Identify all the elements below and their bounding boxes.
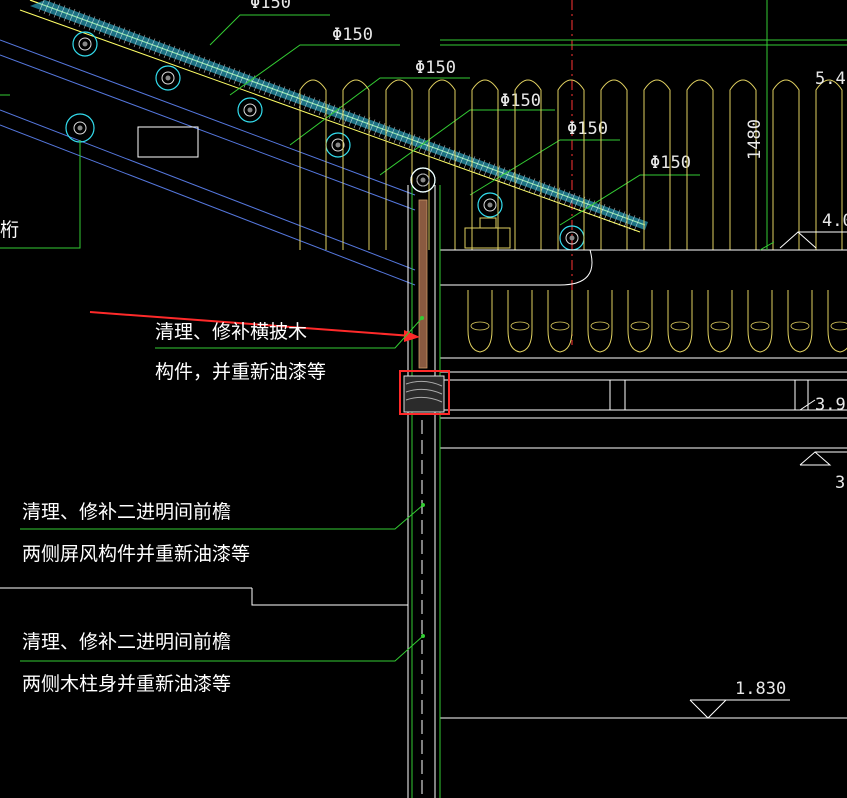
elevation-markers bbox=[689, 231, 847, 719]
lower-tile bbox=[587, 290, 613, 353]
note2-line1: 清理、修补二进明间前檐 bbox=[22, 501, 231, 523]
roof-tile-row-lower bbox=[467, 290, 847, 353]
lintel-beam bbox=[440, 357, 847, 719]
upper-tile bbox=[428, 79, 456, 250]
roof-tile-row-upper bbox=[299, 79, 843, 250]
upper-tile bbox=[643, 79, 671, 250]
lower-tile bbox=[467, 290, 493, 353]
upper-tile bbox=[686, 79, 714, 250]
elev-eave: 4.0 bbox=[822, 211, 847, 231]
lower-tile bbox=[507, 290, 533, 353]
timber-column bbox=[403, 167, 445, 798]
lower-tile bbox=[707, 290, 733, 353]
lower-tile bbox=[747, 290, 773, 353]
annotation-texts: 清理、修补横披木 构件，并重新油漆等 清理、修补二进明间前檐 两侧屏风构件并重新… bbox=[0, 219, 326, 695]
dim-label-3: Φ150 bbox=[415, 58, 456, 78]
left-fragment-text: 桁 bbox=[0, 219, 19, 241]
upper-tile bbox=[514, 79, 542, 250]
section-rect bbox=[137, 126, 199, 158]
elev-low: 1.830 bbox=[735, 679, 786, 699]
dim-label-2: Φ150 bbox=[332, 25, 373, 45]
lower-tile bbox=[787, 290, 813, 353]
dim-label-5: Φ150 bbox=[567, 119, 608, 139]
upper-tile bbox=[557, 79, 585, 250]
note1-line1: 清理、修补横披木 bbox=[155, 321, 307, 343]
upper-tile bbox=[600, 79, 628, 250]
upper-tile bbox=[772, 79, 800, 250]
eave-beam bbox=[440, 217, 847, 286]
note3-line2: 两侧木柱身并重新油漆等 bbox=[22, 673, 231, 695]
elevation-labels: 5.4 4.0 3.9 3 1.830 bbox=[735, 69, 847, 699]
purlin-6 bbox=[477, 192, 503, 218]
upper-tile bbox=[815, 79, 843, 250]
leader-dots bbox=[420, 316, 425, 638]
purlin-8 bbox=[65, 113, 95, 143]
purlin-3 bbox=[237, 97, 263, 123]
annotation-leaders bbox=[0, 317, 424, 662]
dim-label-4: Φ150 bbox=[500, 91, 541, 111]
note1-line2: 构件，并重新油漆等 bbox=[155, 361, 326, 383]
diameter-labels: Φ150 Φ150 Φ150 Φ150 Φ150 Φ150 bbox=[250, 0, 691, 173]
height-label: 1480 bbox=[745, 119, 765, 160]
height-dimension: 1480 bbox=[745, 0, 775, 251]
note3-line1: 清理、修补二进明间前檐 bbox=[22, 631, 231, 653]
dim-label-1: Φ150 bbox=[250, 0, 291, 13]
lower-tile bbox=[827, 290, 847, 353]
upper-tile bbox=[471, 79, 499, 250]
upper-tile bbox=[385, 79, 413, 250]
elev-beam: 3.9 bbox=[815, 395, 846, 415]
lower-tile bbox=[667, 290, 693, 353]
upper-tile bbox=[299, 79, 327, 250]
lower-tile bbox=[547, 290, 573, 353]
dimension-leaders bbox=[0, 14, 847, 249]
purlin-1 bbox=[72, 31, 98, 57]
lower-tile bbox=[627, 290, 653, 353]
purlin-2 bbox=[155, 65, 181, 91]
upper-tile bbox=[729, 79, 757, 250]
roof-slope bbox=[19, 0, 648, 233]
purlin-circles bbox=[65, 31, 585, 251]
elev-roof: 5.4 bbox=[815, 69, 846, 89]
note2-line2: 两侧屏风构件并重新油漆等 bbox=[22, 543, 250, 565]
elev-floor: 3 bbox=[835, 473, 845, 493]
upper-tile bbox=[342, 79, 370, 250]
purlin-4 bbox=[325, 132, 351, 158]
